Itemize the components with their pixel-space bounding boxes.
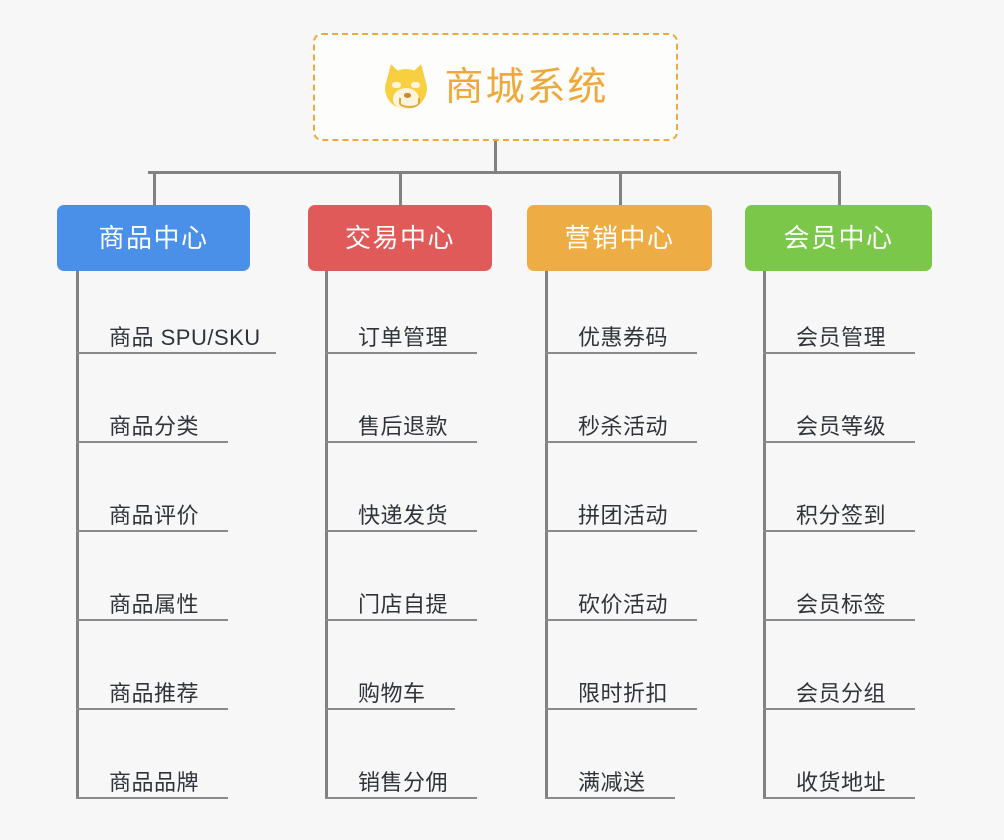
leaf-item[interactable]: 会员分组 xyxy=(763,670,915,710)
branch-connector-4 xyxy=(838,171,841,205)
leaf-label: 会员管理 xyxy=(796,324,887,350)
leaf-item[interactable]: 秒杀活动 xyxy=(545,403,697,443)
leaf-item[interactable]: 砍价活动 xyxy=(545,581,697,621)
branch-spine-2 xyxy=(325,271,328,799)
leaf-item[interactable]: 销售分佣 xyxy=(325,759,477,799)
leaf-item[interactable]: 积分签到 xyxy=(763,492,915,532)
leaf-label: 优惠券码 xyxy=(578,324,669,350)
branch-connector-1 xyxy=(153,171,156,205)
leaf-label: 积分签到 xyxy=(796,502,887,528)
leaf-item[interactable]: 满减送 xyxy=(545,759,675,799)
leaf-item[interactable]: 商品 SPU/SKU xyxy=(76,314,276,354)
branch-connector-2 xyxy=(399,171,402,205)
leaf-item[interactable]: 商品分类 xyxy=(76,403,228,443)
category-label: 会员中心 xyxy=(783,223,894,253)
leaf-item[interactable]: 商品推荐 xyxy=(76,670,228,710)
leaf-item[interactable]: 收货地址 xyxy=(763,759,915,799)
leaf-label: 限时折扣 xyxy=(578,680,669,706)
category-label: 营销中心 xyxy=(564,223,675,253)
leaf-label: 商品 SPU/SKU xyxy=(109,324,261,350)
leaf-item[interactable]: 会员管理 xyxy=(763,314,915,354)
leaf-item[interactable]: 快递发货 xyxy=(325,492,477,532)
category-box-4[interactable]: 会员中心 xyxy=(745,205,932,271)
leaf-label: 收货地址 xyxy=(796,769,887,795)
category-box-3[interactable]: 营销中心 xyxy=(527,205,712,271)
category-label: 交易中心 xyxy=(344,223,455,253)
leaf-label: 商品分类 xyxy=(109,413,200,439)
leaf-label: 拼团活动 xyxy=(578,502,669,528)
root-title: 商城系统 xyxy=(444,65,609,109)
leaf-label: 砍价活动 xyxy=(578,591,669,617)
branch-spine-1 xyxy=(76,271,79,799)
leaf-item[interactable]: 订单管理 xyxy=(325,314,477,354)
branch-connector-3 xyxy=(619,171,622,205)
leaf-item[interactable]: 拼团活动 xyxy=(545,492,697,532)
leaf-item[interactable]: 限时折扣 xyxy=(545,670,697,710)
root-connector-horizontal xyxy=(148,171,839,174)
leaf-item[interactable]: 优惠券码 xyxy=(545,314,697,354)
leaf-label: 订单管理 xyxy=(358,324,449,350)
leaf-item[interactable]: 售后退款 xyxy=(325,403,477,443)
branch-spine-3 xyxy=(545,271,548,799)
root-node[interactable]: 商城系统 xyxy=(313,33,678,141)
leaf-label: 门店自提 xyxy=(358,591,449,617)
leaf-item[interactable]: 商品评价 xyxy=(76,492,228,532)
leaf-label: 商品评价 xyxy=(109,502,200,528)
leaf-label: 会员等级 xyxy=(796,413,887,439)
leaf-item[interactable]: 商品属性 xyxy=(76,581,228,621)
leaf-label: 商品属性 xyxy=(109,591,200,617)
leaf-label: 会员分组 xyxy=(796,680,887,706)
leaf-item[interactable]: 会员标签 xyxy=(763,581,915,621)
leaf-item[interactable]: 门店自提 xyxy=(325,581,477,621)
leaf-label: 售后退款 xyxy=(358,413,449,439)
category-box-1[interactable]: 商品中心 xyxy=(57,205,250,271)
leaf-label: 满减送 xyxy=(578,769,646,795)
branch-spine-4 xyxy=(763,271,766,799)
leaf-label: 会员标签 xyxy=(796,591,887,617)
leaf-item[interactable]: 会员等级 xyxy=(763,403,915,443)
category-label: 商品中心 xyxy=(98,223,209,253)
root-connector-vertical xyxy=(494,141,497,174)
category-box-2[interactable]: 交易中心 xyxy=(308,205,492,271)
shiba-dog-face-icon xyxy=(382,61,431,111)
leaf-item[interactable]: 商品品牌 xyxy=(76,759,228,799)
leaf-label: 快递发货 xyxy=(358,502,449,528)
leaf-label: 秒杀活动 xyxy=(578,413,669,439)
leaf-label: 商品推荐 xyxy=(109,680,200,706)
leaf-item[interactable]: 购物车 xyxy=(325,670,455,710)
leaf-label: 销售分佣 xyxy=(358,769,449,795)
leaf-label: 购物车 xyxy=(358,680,426,706)
leaf-label: 商品品牌 xyxy=(109,769,200,795)
